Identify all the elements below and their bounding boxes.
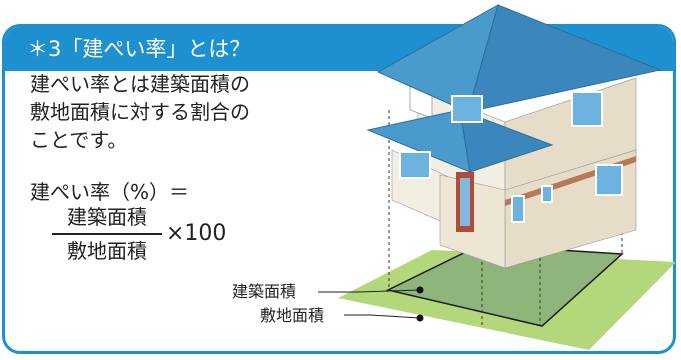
lower-roof-right: [459, 109, 554, 173]
door-glass: [460, 178, 470, 226]
fraction-bar: [52, 233, 162, 235]
main-roof-right: [467, 4, 662, 113]
building-area-label: 建築面積: [232, 282, 297, 301]
card-title: ＊3「建ぺい率」とは？: [27, 37, 251, 61]
fraction-denominator: 敷地面積: [67, 239, 147, 263]
fraction-numerator: 建築面積: [67, 205, 147, 229]
label-pointers: [318, 289, 421, 319]
formula-lhs: 建ぺい率（%）＝: [30, 180, 190, 204]
description-line-1: 建ぺい率とは建築面積の: [30, 72, 250, 96]
building-area-marker: [416, 286, 424, 294]
site-area-label: 敷地面積: [260, 306, 325, 325]
building-footprint-shape: [385, 244, 624, 327]
description-line-2: 敷地面積に対する割合の: [30, 100, 250, 124]
formula-multiplier: ×100: [166, 221, 227, 246]
windows: [399, 91, 623, 223]
description-line-3: ことです。: [30, 128, 128, 152]
site-area-marker: [416, 314, 424, 322]
formula-fraction: 建築面積 敷地面積: [52, 204, 162, 264]
